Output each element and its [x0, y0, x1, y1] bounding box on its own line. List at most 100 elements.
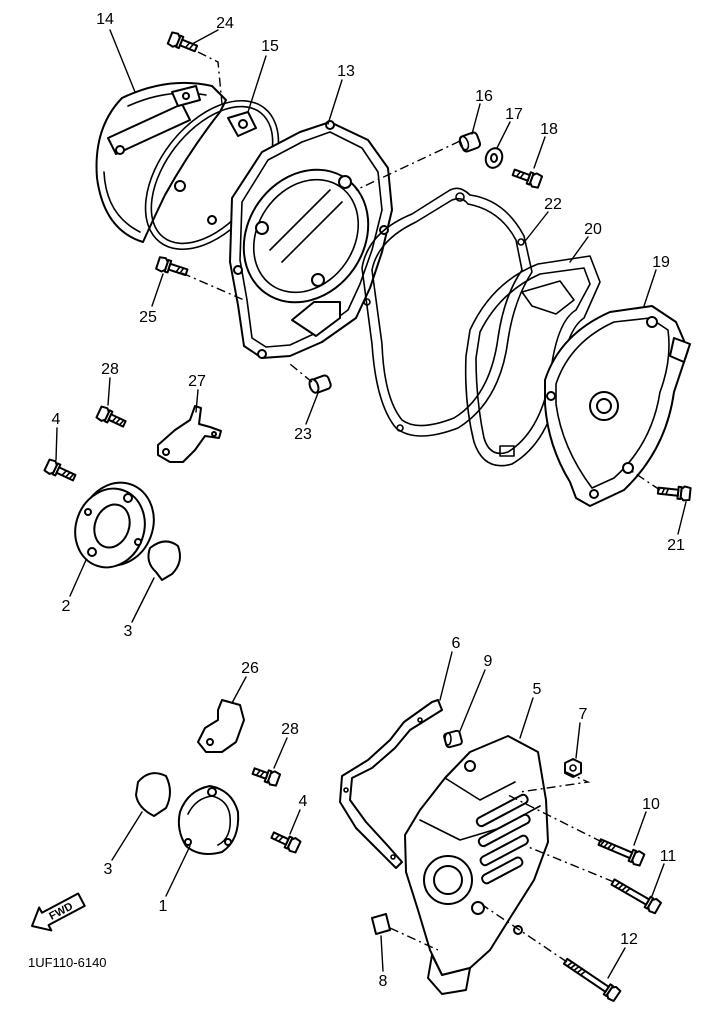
- part-5-slot: [477, 813, 531, 848]
- part-9-plug: [443, 729, 463, 749]
- callout-3-upper: 3: [124, 623, 133, 640]
- part-13-boss: [233, 265, 243, 275]
- bolt-thread: [599, 840, 617, 852]
- part-13-hole: [311, 273, 325, 287]
- part-3-gasket-upper: [147, 540, 181, 581]
- callout-6: 6: [452, 635, 461, 652]
- part-5-outline: [404, 735, 549, 976]
- assembly-line-7-to-5: [519, 771, 591, 793]
- leader-lines: [55, 29, 687, 979]
- callout-18: 18: [540, 121, 558, 138]
- assembly-line-21-to-19: [629, 469, 661, 491]
- callouts: 14 24 15 13 16 17 18 22 20 19 25 23 21 2…: [52, 11, 685, 990]
- callout-2: 2: [62, 598, 71, 615]
- part-20-inner-edge: [475, 267, 591, 455]
- part-2-boss: [123, 493, 133, 503]
- part-3-outline: [135, 772, 171, 817]
- assembly-line-24-to-15: [197, 51, 223, 105]
- callout-8: 8: [379, 973, 388, 990]
- leader-16: [471, 103, 481, 135]
- callout-15: 15: [261, 38, 279, 55]
- part-19-rim: [555, 317, 670, 489]
- part-22-inner-edge: [371, 197, 523, 427]
- part-19-boss: [646, 316, 658, 328]
- callout-26: 26: [241, 660, 259, 677]
- part-14-slot: [107, 103, 191, 155]
- bolt-thread: [111, 416, 125, 426]
- part-24-bolt: [166, 31, 199, 53]
- part-6-gasket: [339, 699, 443, 869]
- part-14-hole: [115, 145, 125, 155]
- part-7-nut: [564, 758, 582, 778]
- part-1-round-cover: [177, 785, 240, 855]
- leader-4-upper: [55, 427, 58, 461]
- part-13-hole: [338, 175, 352, 189]
- part-19-boss: [589, 489, 599, 499]
- part-12-bolt: [562, 957, 622, 1002]
- part-14-tab-hole: [182, 92, 190, 100]
- part-7-hex: [564, 758, 582, 778]
- bolt-shank: [610, 878, 651, 906]
- leader-2: [69, 559, 87, 597]
- callout-17: 17: [505, 106, 523, 123]
- part-22-hole: [363, 298, 371, 306]
- callout-1: 1: [159, 898, 168, 915]
- callout-24: 24: [216, 15, 234, 32]
- part-17-hole: [490, 153, 498, 163]
- part-17-washer: [484, 147, 504, 169]
- callout-28-lower: 28: [281, 721, 299, 738]
- leader-1: [165, 845, 191, 897]
- callout-27: 27: [188, 373, 206, 390]
- bolt-thread: [184, 41, 195, 50]
- drawing-code: 1UF110-6140: [28, 955, 107, 970]
- leader-12: [607, 947, 626, 979]
- forward-arrow-shape: [31, 892, 86, 932]
- assembly-line-25-to-13: [181, 272, 245, 301]
- part-5-boss: [464, 760, 476, 772]
- part-13-hole: [255, 221, 269, 235]
- part-14-cover: [95, 81, 227, 243]
- callout-23: 23: [294, 426, 312, 443]
- part-8-pad: [371, 913, 391, 935]
- part-27-bracket: [157, 405, 222, 463]
- part-13-flange: [239, 131, 383, 348]
- part-28-bolt-lower: [251, 767, 282, 787]
- leader-6: [439, 651, 453, 701]
- part-1-boss: [184, 838, 192, 846]
- bolt-thread: [515, 170, 525, 179]
- part-3-gasket-lower: [135, 772, 171, 817]
- part-5-boss: [471, 901, 485, 915]
- part-26-outline: [197, 699, 245, 753]
- assembly-lines: [181, 51, 661, 963]
- part-27-outline: [157, 405, 222, 463]
- leader-25: [151, 273, 164, 307]
- part-19-boss: [546, 391, 556, 401]
- leader-23: [305, 392, 319, 425]
- part-22-hole: [455, 192, 465, 202]
- leader-18: [533, 136, 546, 169]
- callout-12: 12: [620, 931, 638, 948]
- part-6-hole: [343, 787, 349, 793]
- leader-19: [643, 269, 657, 307]
- part-28-bolt-upper: [95, 405, 127, 428]
- part-4-bolt-upper: [43, 458, 77, 482]
- part-15-hole: [174, 180, 186, 192]
- assembly-line-12-to-5: [483, 905, 568, 963]
- part-26-bracket: [197, 699, 245, 753]
- part-19-tab: [669, 337, 691, 363]
- leader-4-lower: [289, 809, 301, 835]
- leader-7: [575, 722, 581, 759]
- leader-10: [633, 811, 647, 846]
- leader-22: [525, 211, 549, 241]
- part-27-hole: [211, 431, 217, 437]
- part-19-boss: [622, 462, 634, 474]
- part-2-boss: [134, 538, 142, 546]
- part-6-hole: [417, 717, 423, 723]
- part-7-hole: [569, 764, 577, 772]
- callout-4-lower: 4: [299, 793, 308, 810]
- part-5-slot: [475, 793, 529, 828]
- callout-19: 19: [652, 254, 670, 271]
- callout-21: 21: [667, 537, 685, 554]
- bolt-thread: [61, 469, 75, 480]
- leader-21: [677, 501, 687, 535]
